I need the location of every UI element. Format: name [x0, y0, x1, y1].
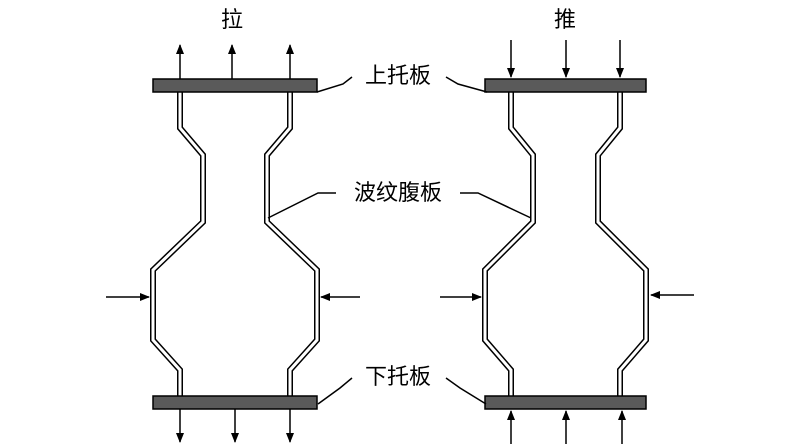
upper-plate-label: 上托板 [365, 64, 431, 89]
push-upper-plate [484, 78, 647, 93]
push-specimen [440, 40, 694, 444]
pull-upper-plate [152, 78, 318, 93]
pull-label: 拉 [221, 8, 243, 33]
lower-plate-leader-left [317, 377, 353, 405]
lower-plate-label: 下托板 [365, 365, 431, 390]
corrugated-web-label: 波纹腹板 [354, 181, 442, 206]
lower-plate-leader-right [445, 377, 487, 405]
upper-plate-leader-left [316, 76, 353, 93]
push-lower-plate [484, 395, 647, 410]
corrugated-web-leader-left [267, 192, 336, 219]
pull-lower-plate [152, 395, 318, 410]
corrugated-web-leader-right [460, 192, 532, 219]
push-label: 推 [554, 8, 576, 33]
upper-plate-leader-right [445, 76, 488, 93]
pull-specimen [106, 44, 360, 443]
